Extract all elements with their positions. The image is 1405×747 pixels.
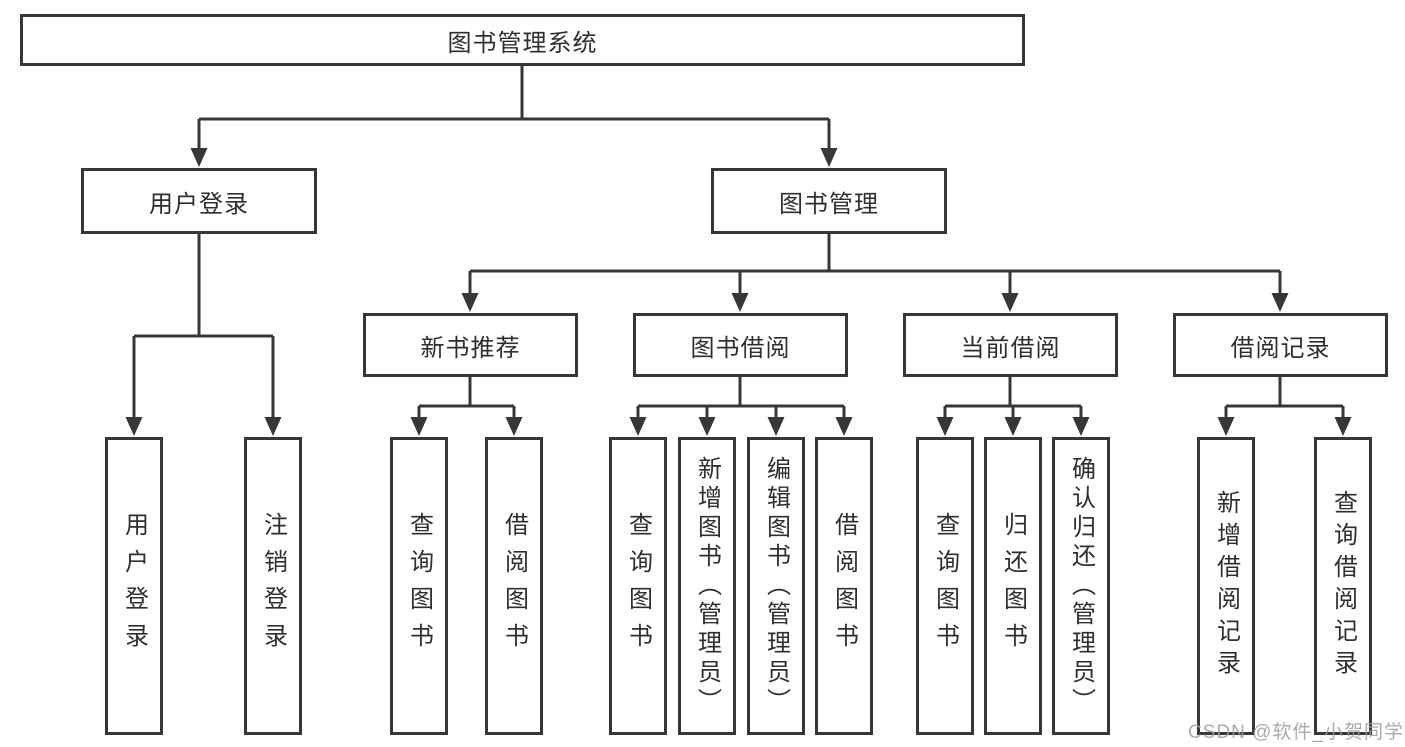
node-book-management: 图书管理 [711,168,947,234]
connector-book-borrow-children [636,377,846,418]
leaf-label: 新增图书（管理员） [693,455,721,717]
leaf-query-borrow-record: 查询借阅记录 [1314,437,1372,735]
node-user-login: 用户登录 [81,168,317,234]
connector-current-borrow-children [943,377,1083,418]
node-new-book-recommend: 新书推荐 [363,313,578,377]
leaf-label: 查询图书 [931,512,959,660]
leaf-label: 用户登录 [120,512,148,660]
leaf-label: 查询图书 [405,512,433,660]
leaf-user-login: 用户登录 [105,437,163,735]
node-borrow-records: 借阅记录 [1173,313,1388,377]
node-label: 图书借阅 [690,334,791,362]
leaf-label: 归还图书 [999,512,1027,660]
leaf-add-books-admin: 新增图书（管理员） [678,437,736,735]
node-label: 用户登录 [149,190,249,218]
leaf-edit-books-admin: 编辑图书（管理员） [747,437,805,735]
node-label: 新书推荐 [420,334,521,362]
leaf-label: 查询借阅记录 [1329,490,1357,682]
node-book-borrow: 图书借阅 [633,313,848,377]
connector-root-to-level2 [197,66,831,149]
leaf-query-books-current: 查询图书 [916,437,974,735]
node-label: 借阅记录 [1230,334,1331,362]
leaf-label: 编辑图书（管理员） [762,455,790,717]
node-library-management-system: 图书管理系统 [20,14,1025,66]
node-label: 图书管理系统 [447,29,598,57]
leaf-label: 注销登录 [259,512,287,660]
leaf-add-borrow-record: 新增借阅记录 [1197,437,1255,735]
connector-book-management-children [468,234,1282,294]
leaf-borrow-books: 借阅图书 [815,437,873,735]
leaf-logout: 注销登录 [244,437,302,735]
connector-user-login-children [132,234,275,418]
node-label: 当前借阅 [960,334,1061,362]
leaf-confirm-return-admin: 确认归还（管理员） [1052,437,1110,735]
leaf-query-books-recommend: 查询图书 [390,437,448,735]
leaf-borrow-books-recommend: 借阅图书 [485,437,543,735]
leaf-label: 借阅图书 [830,512,858,660]
csdn-watermark: CSDN @软件_小贺同学 [1188,722,1404,743]
leaf-label: 查询图书 [624,512,652,660]
leaf-label: 新增借阅记录 [1212,490,1240,682]
connector-borrow-records-children [1224,377,1345,418]
leaf-label: 确认归还（管理员） [1067,455,1095,717]
node-label: 图书管理 [779,190,879,218]
leaf-label: 借阅图书 [500,512,528,660]
connector-new-book-children [417,377,516,418]
node-current-borrow: 当前借阅 [903,313,1118,377]
leaf-query-books-borrow: 查询图书 [609,437,667,735]
leaf-return-books: 归还图书 [984,437,1042,735]
